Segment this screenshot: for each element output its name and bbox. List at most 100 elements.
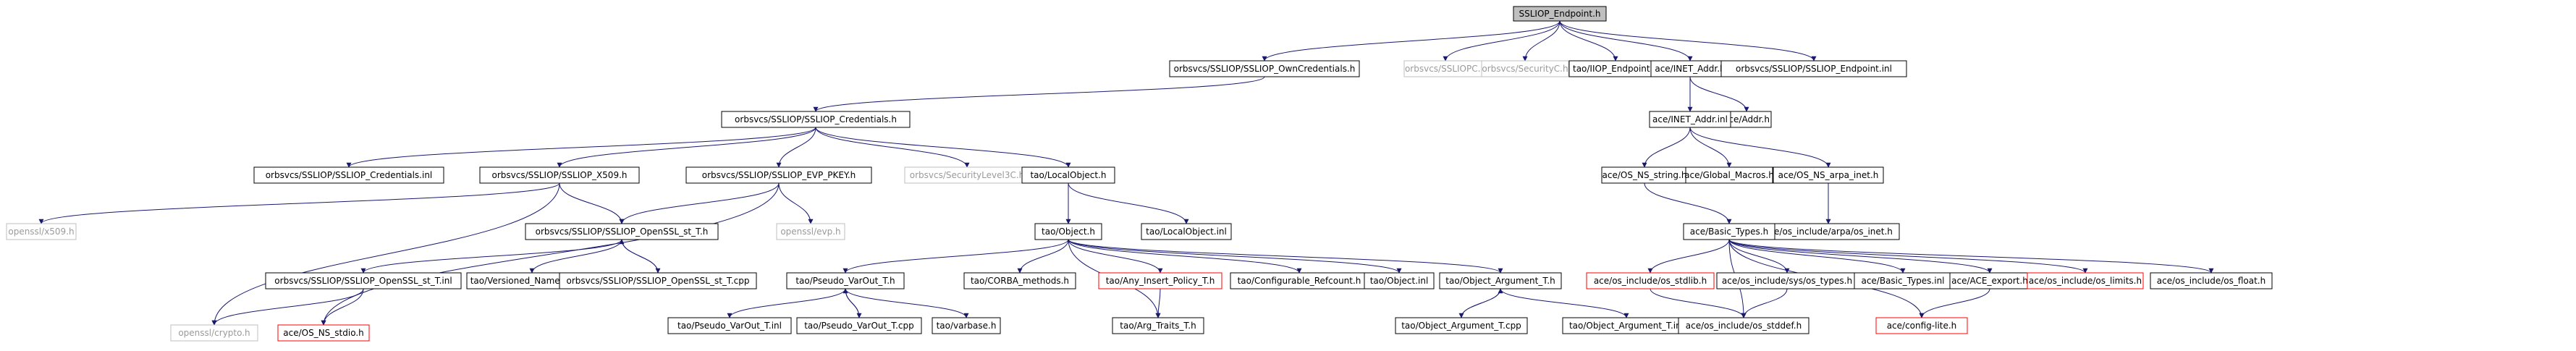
node-locinl[interactable]: tao/LocalObject.inl [1141,223,1232,240]
node-addr[interactable]: ace/Addr.h [1721,111,1772,128]
node-box [667,317,792,334]
node-evp[interactable]: orbsvcs/SSLIOP/SSLIOP_EVP_PKEY.h [685,166,872,184]
node-label: tao/LocalObject.h [1030,170,1106,180]
node-label: ace/os_include/os_limits.h [2029,276,2142,286]
node-label: tao/Object.inl [1370,276,1429,286]
node-box [1481,60,1569,77]
node-label: openssl/evp.h [780,227,840,237]
node-box [253,166,444,184]
node-objarg[interactable]: tao/Object_Argument_T.h [1439,272,1562,289]
node-own[interactable]: orbsvcs/SSLIOP/SSLIOP_OwnCredentials.h [1169,60,1360,77]
node-sslst[interactable]: orbsvcs/SSLIOP/SSLIOP_OpenSSL_st_T.h [525,223,719,240]
node-box [1034,223,1102,240]
edge-evp-to-sslst [619,182,780,224]
node-label: ace/Global_Macros.h [1684,170,1774,180]
node-box [1513,6,1607,22]
node-iiop[interactable]: tao/IIOP_Endpoint.h [1568,60,1663,77]
edge-x509-to-ocrypto [211,182,560,326]
node-label: orbsvcs/SSLIOPC.h [1405,64,1486,74]
node-ox509: openssl/x509.h [6,223,77,240]
node-box [1773,166,1884,184]
node-systypes[interactable]: ace/os_include/sys/os_types.h [1716,272,1858,289]
node-limits[interactable]: ace/os_include/os_limits.h [2027,272,2144,289]
node-cfgref[interactable]: tao/Configurable_Refcount.h [1230,272,1369,289]
edge-obj-to-corba [1017,239,1069,274]
node-credinl[interactable]: orbsvcs/SSLIOP/SSLIOP_Credentials.inl [253,166,444,184]
node-label: orbsvcs/SSLIOP/SSLIOP_OpenSSL_st_T.h [536,227,709,237]
edge-inet-to-addr [1689,76,1749,112]
node-label: ace/os_include/arpa/os_inet.h [1764,227,1893,237]
edge-cred-to-evp [776,127,816,168]
node-root[interactable]: SSLIOP_Endpoint.h [1513,6,1607,22]
node-label: ace/os_include/os_stdlib.h [1594,276,1707,286]
node-anyins[interactable]: tao/Any_Insert_Policy_T.h [1098,272,1222,289]
node-inetinl[interactable]: ace/INET_Addr.inl [1649,111,1731,128]
node-corba[interactable]: tao/CORBA_methods.h [963,272,1076,289]
node-x509[interactable]: orbsvcs/SSLIOP/SSLIOP_X509.h [479,166,640,184]
edge-evp-to-nsstdio [321,182,780,326]
node-label: tao/Object_Argument_T.inl [1569,321,1684,331]
node-stdlib[interactable]: ace/os_include/os_stdlib.h [1586,272,1715,289]
edge-pseudo-to-varbase [845,288,969,318]
node-box [1169,60,1360,77]
node-nsstdio[interactable]: ace/OS_NS_stdio.h [277,324,370,342]
edge-obj-to-cfgref [1068,239,1302,274]
node-localobj[interactable]: tao/LocalObject.h [1021,166,1115,184]
node-objinl[interactable]: tao/Object.inl [1364,272,1435,289]
node-argtr[interactable]: tao/Arg_Traits_T.h [1112,317,1204,334]
node-label: ace/ACE_export.h [1951,276,2028,286]
node-label: orbsvcs/SSLIOP/SSLIOP_EVP_PKEY.h [702,170,856,180]
node-label: tao/Object_Argument_T.h [1445,276,1555,286]
node-label: ace/INET_Addr.inl [1652,114,1728,124]
node-label: tao/LocalObject.inl [1146,227,1227,237]
node-box [277,324,370,342]
node-oainl[interactable]: tao/Object_Argument_T.inl [1562,317,1691,334]
node-label: tao/Object_Argument_T.cpp [1401,321,1521,331]
node-box [559,272,757,289]
node-label: ace/OS_NS_stdio.h [283,328,364,338]
node-sslstcpp[interactable]: orbsvcs/SSLIOP/SSLIOP_OpenSSL_st_T.cpp [559,272,757,289]
node-psinl[interactable]: tao/Pseudo_VarOut_T.inl [667,317,792,334]
node-box [1649,111,1731,128]
edge-root-to-own [1262,20,1561,62]
edge-sslstinl-to-nsstdio [321,288,364,326]
node-label: ace/OS_NS_arpa_inet.h [1778,170,1879,180]
node-box [2150,272,2273,289]
node-sslstinl[interactable]: orbsvcs/SSLIOP/SSLIOP_OpenSSL_st_T.inl [265,272,462,289]
edge-stdlib-to-stddef [1650,288,1747,318]
edge-obj-to-objarg [1068,239,1503,274]
node-cred[interactable]: orbsvcs/SSLIOP/SSLIOP_Credentials.h [721,111,911,128]
node-basic[interactable]: ace/Basic_Types.h [1683,223,1775,240]
node-osarpa[interactable]: ace/os_include/arpa/os_inet.h [1757,223,1900,240]
node-obj[interactable]: tao/Object.h [1034,223,1102,240]
node-stddef[interactable]: ace/os_include/os_stddef.h [1678,317,1809,334]
node-float[interactable]: ace/os_include/os_float.h [2150,272,2273,289]
node-btinl[interactable]: ace/Basic_Types.inl [1854,272,1952,289]
node-box [1098,272,1222,289]
edge-cred-to-localobj [815,127,1071,168]
node-cfglite[interactable]: ace/config-lite.h [1875,317,1968,334]
node-label: ace/Basic_Types.inl [1861,276,1944,286]
node-epinl[interactable]: orbsvcs/SSLIOP/SSLIOP_Endpoint.inl [1720,60,1907,77]
node-box [6,223,77,240]
node-nsstr[interactable]: ace/OS_NS_string.h [1601,166,1688,184]
node-label: ace/config-lite.h [1887,321,1957,331]
edge-sslstcpp-to-sslst [619,239,659,274]
node-box [1875,317,1968,334]
node-arpa[interactable]: ace/OS_NS_arpa_inet.h [1773,166,1884,184]
node-pscpp[interactable]: tao/Pseudo_VarOut_T.cpp [796,317,922,334]
node-label: tao/Object.h [1042,227,1095,237]
edge-root-to-epinl [1559,20,1817,62]
node-label: orbsvcs/SSLIOP/SSLIOP_X509.h [491,170,627,180]
node-oacpp[interactable]: tao/Object_Argument_T.cpp [1395,317,1528,334]
edge-inetinl-to-arpa [1689,127,1831,168]
node-glob[interactable]: ace/Global_Macros.h [1684,166,1774,184]
node-inet[interactable]: ace/INET_Addr.h [1650,60,1730,77]
edge-sslst-to-sslstinl [360,239,622,274]
edge-pscpp-to-pseudo [843,288,860,318]
node-aceexp[interactable]: ace/ACE_export.h [1949,272,2030,289]
node-pseudo[interactable]: tao/Pseudo_VarOut_T.h [786,272,905,289]
edge-evp-to-oevp [778,182,814,224]
node-varbase[interactable]: tao/varbase.h [932,317,1001,334]
node-box [2027,272,2144,289]
